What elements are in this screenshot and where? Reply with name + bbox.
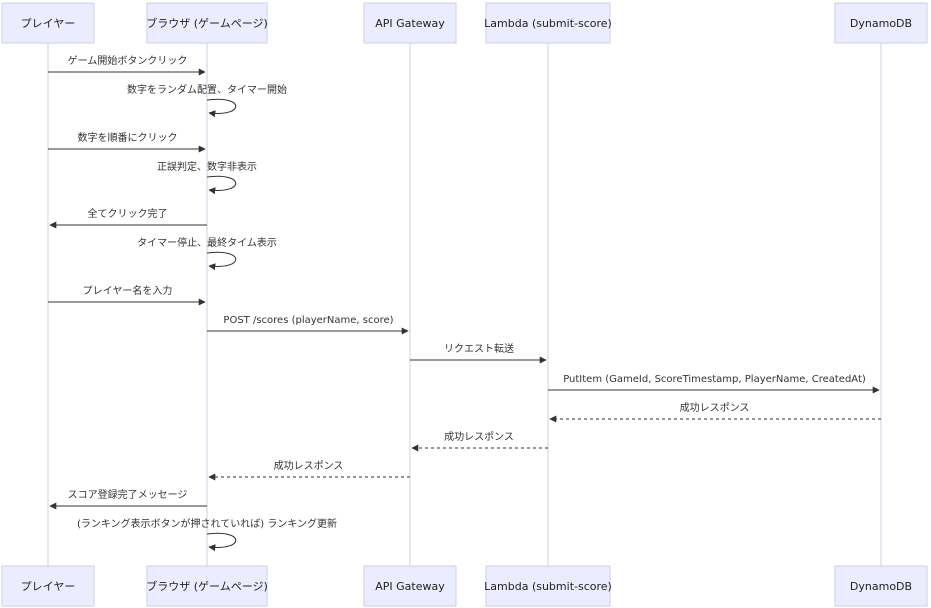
participant-box: [146, 565, 268, 607]
participant-player-bottom: プレイヤー: [1, 565, 95, 607]
message-11: 成功レスポンス: [549, 402, 881, 423]
participant-label: プレイヤー: [21, 580, 76, 593]
participant-lambda-bottom: Lambda (submit-score): [484, 565, 612, 607]
participant-label: DynamoDB: [850, 580, 912, 593]
participant-apigw-top: API Gateway: [363, 2, 457, 44]
message-label: 成功レスポンス: [680, 402, 750, 414]
message-12: 成功レスポンス: [411, 431, 548, 452]
message-14: スコア登録完了メッセージ: [49, 488, 207, 510]
participant-label: DynamoDB: [850, 17, 912, 30]
participant-browser-bottom: ブラウザ (ゲームページ): [146, 565, 268, 607]
participant-dynamo-bottom: DynamoDB: [834, 565, 928, 607]
participant-label: Lambda (submit-score): [484, 17, 612, 30]
message-label: 成功レスポンス: [274, 460, 344, 472]
message-label: ゲーム開始ボタンクリック: [68, 54, 188, 67]
message-5: 全てクリック完了: [49, 207, 207, 229]
participant-lambda-top: Lambda (submit-score): [484, 2, 612, 44]
participant-label: API Gateway: [375, 17, 445, 30]
message-10: PutItem (GameId, ScoreTimestamp, PlayerN…: [548, 374, 880, 394]
message-label: 正誤判定、数字非表示: [157, 160, 257, 173]
message-9: リクエスト転送: [410, 342, 547, 364]
participant-player-top: プレイヤー: [1, 2, 95, 44]
participant-box: [1, 565, 95, 607]
participant-box: [485, 2, 611, 44]
message-label: PutItem (GameId, ScoreTimestamp, PlayerN…: [563, 374, 866, 385]
message-4: 正誤判定、数字非表示: [157, 160, 257, 195]
message-label: POST /scores (playerName, score): [223, 315, 393, 326]
participant-box: [363, 565, 457, 607]
message-13: 成功レスポンス: [208, 460, 410, 481]
message-label: 数字をランダム配置、タイマー開始: [127, 83, 287, 96]
message-15: (ランキング表示ボタンが押されていれば) ランキング更新: [77, 517, 337, 552]
message-label: タイマー停止、最終タイム表示: [137, 236, 277, 249]
participant-label: ブラウザ (ゲームページ): [146, 579, 268, 593]
participant-apigw-bottom: API Gateway: [363, 565, 457, 607]
self-message-arrow: [206, 251, 237, 271]
participant-label: ブラウザ (ゲームページ): [146, 16, 268, 30]
participant-box: [834, 565, 928, 607]
message-label: (ランキング表示ボタンが押されていれば) ランキング更新: [77, 517, 337, 530]
participant-browser-top: ブラウザ (ゲームページ): [146, 2, 268, 44]
message-label: 成功レスポンス: [444, 431, 514, 443]
message-label: プレイヤー名を入力: [83, 284, 173, 297]
participant-dynamo-top: DynamoDB: [834, 2, 928, 44]
participant-box: [1, 2, 95, 44]
message-8: POST /scores (playerName, score): [207, 315, 409, 335]
self-message-arrow: [206, 532, 237, 552]
message-label: 数字を順番にクリック: [78, 131, 178, 144]
message-label: スコア登録完了メッセージ: [68, 488, 188, 501]
message-7: プレイヤー名を入力: [48, 284, 206, 306]
participant-label: API Gateway: [375, 580, 445, 593]
message-label: リクエスト転送: [444, 342, 514, 355]
self-message-arrow: [206, 98, 237, 118]
participant-box: [834, 2, 928, 44]
participant-box: [363, 2, 457, 44]
message-1: ゲーム開始ボタンクリック: [48, 54, 206, 76]
message-2: 数字をランダム配置、タイマー開始: [127, 83, 287, 118]
participant-box: [485, 565, 611, 607]
message-3: 数字を順番にクリック: [48, 131, 206, 153]
participant-label: プレイヤー: [21, 17, 76, 30]
participant-label: Lambda (submit-score): [484, 580, 612, 593]
message-label: 全てクリック完了: [88, 207, 168, 220]
message-6: タイマー停止、最終タイム表示: [137, 236, 277, 271]
self-message-arrow: [206, 175, 237, 195]
participant-box: [146, 2, 268, 44]
